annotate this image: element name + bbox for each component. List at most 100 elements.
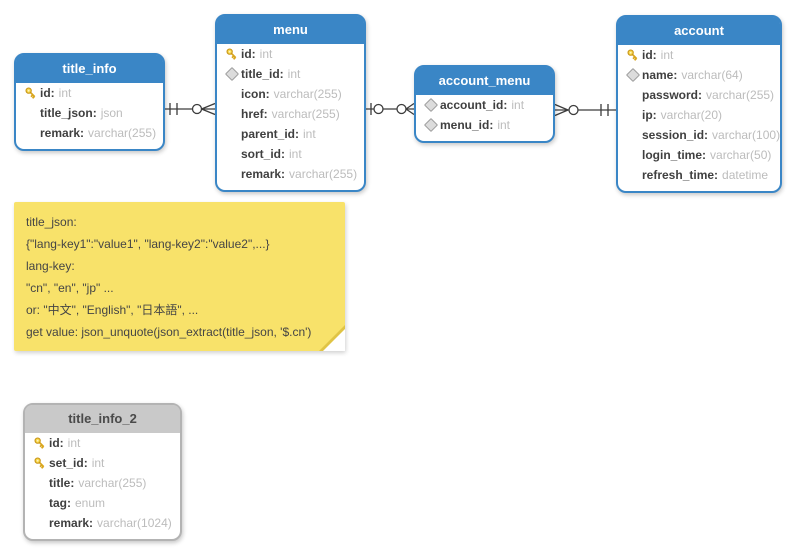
note-line: "cn", "en", "jp" ...: [26, 281, 114, 295]
field-separator: :: [714, 168, 719, 182]
field-row[interactable]: href:varchar(255): [217, 104, 364, 124]
connector-menu-account_menu[interactable]: [366, 102, 415, 116]
note-line: get value: json_unquote(json_extract(tit…: [26, 325, 312, 339]
field-row[interactable]: icon:varchar(255): [217, 84, 364, 104]
field-row[interactable]: account_id:int: [416, 95, 553, 115]
field-name: remark: [40, 126, 81, 140]
field-name: session_id: [642, 128, 705, 142]
primary-key-icon: [25, 456, 49, 470]
field-row[interactable]: remark:varchar(255): [16, 123, 163, 143]
field-separator: :: [89, 516, 94, 530]
field-type: enum: [75, 496, 106, 510]
field-type: varchar(255): [78, 476, 147, 490]
table-title_info_2[interactable]: title_info_2 id:int set_id:int title:var…: [23, 403, 182, 541]
field-row[interactable]: password:varchar(255): [618, 85, 780, 105]
foreign-key-icon: [416, 97, 440, 113]
field-name: remark: [241, 167, 282, 181]
field-row[interactable]: name:varchar(64): [618, 65, 780, 85]
connector-title_info-menu[interactable]: [165, 102, 216, 116]
table-field-list: id:int name:varchar(64) password:varchar…: [618, 45, 780, 191]
field-row[interactable]: login_time:varchar(50): [618, 145, 780, 165]
field-row[interactable]: remark:varchar(255): [217, 164, 364, 184]
field-name: ip: [642, 108, 653, 122]
field-name: id: [241, 47, 252, 61]
table-title[interactable]: title_info: [16, 55, 163, 83]
field-separator: :: [92, 106, 97, 120]
field-separator: :: [279, 67, 284, 81]
field-separator: :: [59, 436, 64, 450]
sticky-note[interactable]: title_json: {"lang-key1":"value1", "lang…: [14, 202, 345, 351]
note-line: lang-key:: [26, 259, 75, 273]
field-row[interactable]: session_id:varchar(100): [618, 125, 780, 145]
field-name: id: [49, 436, 60, 450]
field-row[interactable]: title_json:json: [16, 103, 163, 123]
table-title[interactable]: menu: [217, 16, 364, 44]
field-type: varchar(255): [273, 87, 342, 101]
field-row[interactable]: ip:varchar(20): [618, 105, 780, 125]
field-name: set_id: [49, 456, 84, 470]
field-row[interactable]: title_id:int: [217, 64, 364, 84]
field-name: title_json: [40, 106, 93, 120]
field-type: int: [303, 127, 316, 141]
field-row[interactable]: tag:enum: [25, 493, 180, 513]
field-separator: :: [70, 476, 75, 490]
field-type: varchar(255): [271, 107, 340, 121]
field-row[interactable]: id:int: [217, 44, 364, 64]
field-separator: :: [80, 126, 85, 140]
field-row[interactable]: sort_id:int: [217, 144, 364, 164]
table-field-list: account_id:int menu_id:int: [416, 95, 553, 141]
field-separator: :: [702, 148, 707, 162]
table-field-list: id:int title_json:json remark:varchar(25…: [16, 83, 163, 149]
note-line: or: "中文", "English", "日本語", ...: [26, 303, 199, 317]
table-title_info[interactable]: title_info id:int title_json:json remark…: [14, 53, 165, 151]
field-type: varchar(1024): [97, 516, 172, 530]
field-separator: :: [489, 118, 494, 132]
field-type: datetime: [722, 168, 769, 182]
field-type: int: [497, 118, 511, 132]
field-row[interactable]: title:varchar(255): [25, 473, 180, 493]
field-separator: :: [295, 127, 300, 141]
field-separator: :: [263, 107, 268, 121]
field-row[interactable]: set_id:int: [25, 453, 180, 473]
field-row[interactable]: refresh_time:datetime: [618, 165, 780, 185]
field-name: menu_id: [440, 118, 490, 132]
primary-key-icon: [618, 48, 642, 62]
field-separator: :: [652, 48, 657, 62]
primary-key-icon: [16, 86, 40, 100]
field-separator: :: [281, 147, 286, 161]
field-type: int: [511, 98, 525, 112]
table-title[interactable]: account_menu: [416, 67, 553, 95]
table-menu[interactable]: menu id:int title_id:int icon:varchar(25…: [215, 14, 366, 192]
field-separator: :: [265, 87, 270, 101]
note-line: title_json:: [26, 215, 77, 229]
field-name: title: [49, 476, 71, 490]
field-name: name: [642, 68, 674, 82]
field-separator: :: [50, 86, 55, 100]
field-row[interactable]: id:int: [25, 433, 180, 453]
field-separator: :: [503, 98, 508, 112]
field-row[interactable]: id:int: [618, 45, 780, 65]
field-name: password: [642, 88, 699, 102]
field-row[interactable]: parent_id:int: [217, 124, 364, 144]
table-account[interactable]: account id:int name:varchar(64) password…: [616, 15, 782, 193]
field-row[interactable]: menu_id:int: [416, 115, 553, 135]
field-type: varchar(255): [289, 167, 358, 181]
field-type: varchar(255): [88, 126, 157, 140]
field-name: login_time: [642, 148, 703, 162]
field-name: account_id: [440, 98, 504, 112]
field-name: href: [241, 107, 264, 121]
field-separator: :: [83, 456, 88, 470]
field-separator: :: [652, 108, 657, 122]
field-type: int: [289, 147, 302, 161]
foreign-key-icon: [217, 66, 241, 82]
field-name: title_id: [241, 67, 280, 81]
field-name: id: [642, 48, 653, 62]
field-separator: :: [698, 88, 703, 102]
field-row[interactable]: id:int: [16, 83, 163, 103]
field-row[interactable]: remark:varchar(1024): [25, 513, 180, 533]
table-title[interactable]: title_info_2: [25, 405, 180, 433]
table-title[interactable]: account: [618, 17, 780, 45]
connector-account_menu-account[interactable]: [554, 103, 616, 117]
table-account_menu[interactable]: account_menu account_id:int menu_id:int: [414, 65, 555, 143]
